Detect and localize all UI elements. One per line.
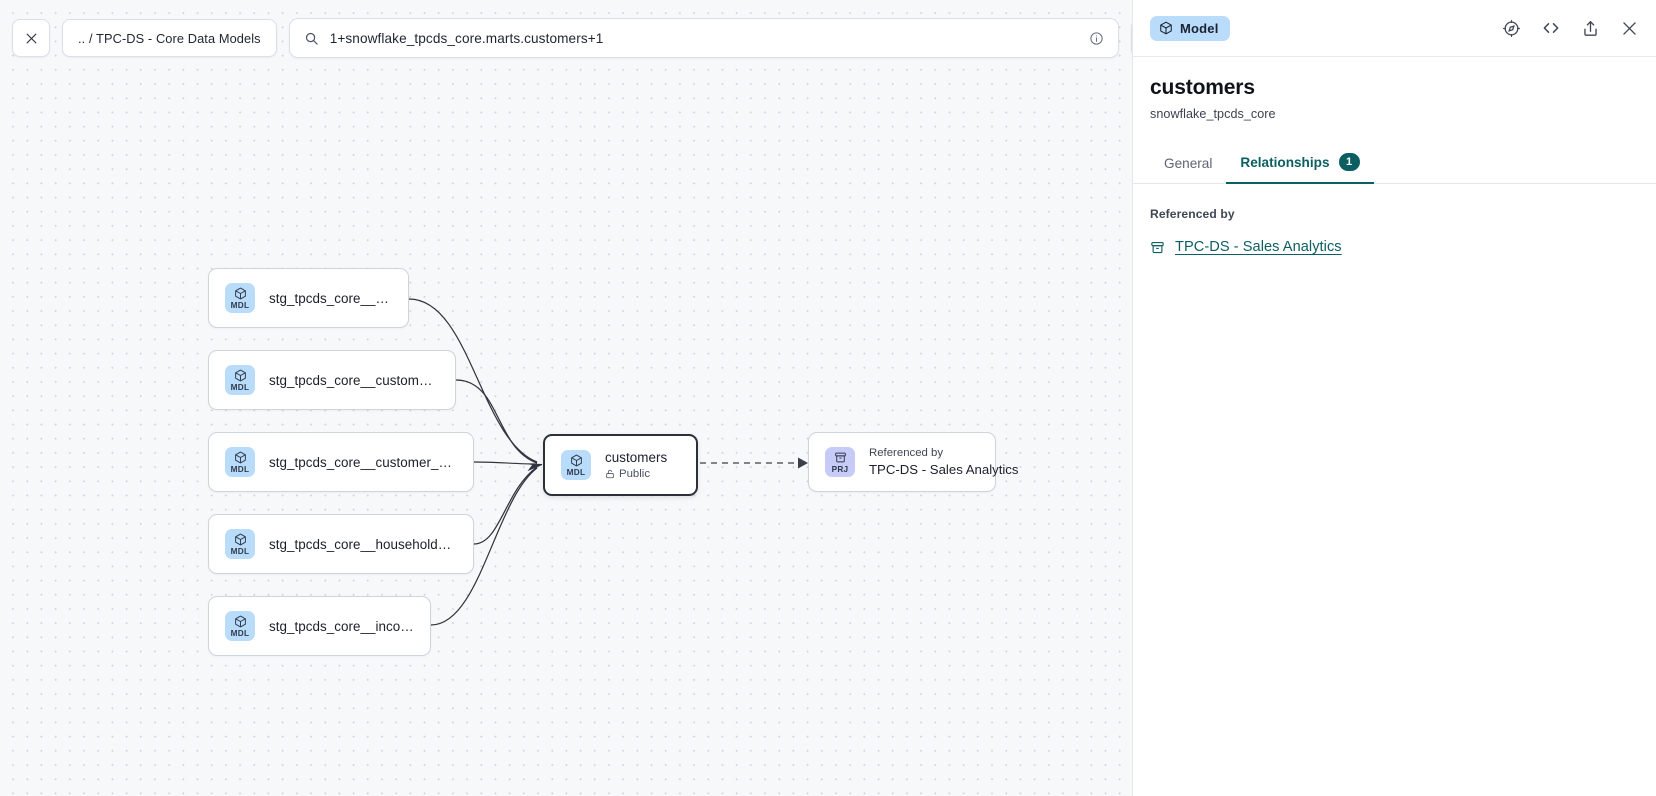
tab-label: General [1164, 156, 1213, 171]
node-kicker: Referenced by [869, 447, 944, 459]
node-title: customers [605, 450, 668, 465]
info-icon[interactable] [1089, 31, 1104, 46]
node-label: stg_tpcds_core__customer_address [269, 372, 439, 388]
reference-link[interactable]: TPC-DS - Sales Analytics [1175, 239, 1342, 255]
tab-label: Relationships [1240, 154, 1330, 170]
node-label: stg_tpcds_core__income_band [269, 618, 414, 634]
cube-icon [1159, 21, 1173, 35]
badge-label: MDL [230, 628, 250, 638]
relationships-body: Referenced by TPC-DS - Sales Analytics [1133, 184, 1656, 255]
model-badge-icon: MDL [561, 450, 591, 480]
node-visibility: Public [605, 468, 667, 480]
panel-subtitle: snowflake_tpcds_core [1150, 107, 1276, 121]
badge-label: MDL [230, 300, 250, 310]
search-icon [304, 31, 319, 46]
search-input[interactable] [329, 30, 1079, 46]
details-panel-header: Model [1133, 0, 1656, 57]
graph-node-upstream-1[interactable]: MDL stg_tpcds_core__customer [208, 268, 409, 328]
node-title: TPC-DS - Sales Analytics [869, 462, 1019, 477]
graph-node-upstream-2[interactable]: MDL stg_tpcds_core__customer_address [208, 350, 456, 410]
details-panel: Model [1132, 0, 1656, 796]
lineage-search[interactable] [288, 18, 1119, 58]
close-icon[interactable] [1620, 19, 1639, 38]
code-icon[interactable] [1541, 18, 1561, 38]
visibility-label: Public [619, 468, 651, 480]
model-badge-icon: MDL [225, 365, 255, 395]
graph-node-customers[interactable]: MDL customers Public [543, 434, 698, 496]
close-lineage-button[interactable] [12, 19, 50, 57]
share-icon[interactable] [1581, 19, 1600, 38]
entity-type-chip[interactable]: Model [1150, 15, 1230, 41]
close-icon [24, 31, 39, 46]
badge-label: MDL [230, 464, 250, 474]
breadcrumb[interactable]: .. / TPC-DS - Core Data Models [62, 19, 277, 57]
model-badge-icon: MDL [225, 529, 255, 559]
tab-relationships[interactable]: Relationships 1 [1226, 143, 1374, 184]
section-label-referenced-by: Referenced by [1150, 207, 1235, 221]
page-title: customers [1150, 76, 1255, 99]
panel-title-block: customers snowflake_tpcds_core [1133, 57, 1656, 121]
badge-label: MDL [566, 467, 586, 477]
node-label: stg_tpcds_core__customer [269, 290, 392, 306]
explore-icon[interactable] [1502, 19, 1521, 38]
panel-tabs: General Relationships 1 [1133, 143, 1656, 184]
tab-count-badge: 1 [1338, 153, 1360, 171]
chip-label: Model [1180, 20, 1219, 36]
canvas-toolbar: .. / TPC-DS - Core Data Models [12, 18, 1132, 58]
panel-actions [1502, 18, 1639, 38]
tab-general[interactable]: General [1150, 146, 1226, 184]
node-label: stg_tpcds_core__customer_demogra… [269, 454, 457, 470]
graph-node-project[interactable]: PRJ Referenced by TPC-DS - Sales Analyti… [808, 432, 1019, 492]
model-badge-icon: MDL [225, 611, 255, 641]
badge-label: MDL [230, 382, 250, 392]
badge-label: MDL [230, 546, 250, 556]
list-item[interactable]: TPC-DS - Sales Analytics [1150, 239, 1639, 255]
node-label: stg_tpcds_core__household_demogr… [269, 536, 457, 552]
lineage-edges [408, 298, 808, 626]
lock-icon [605, 469, 615, 479]
graph-node-upstream-4[interactable]: MDL stg_tpcds_core__household_demogr… [208, 514, 474, 574]
project-badge-icon: PRJ [825, 447, 855, 477]
refresh-button[interactable] [1130, 18, 1132, 58]
model-badge-icon: MDL [225, 283, 255, 313]
badge-label: PRJ [831, 464, 849, 474]
graph-node-upstream-3[interactable]: MDL stg_tpcds_core__customer_demogra… [208, 432, 474, 492]
graph-node-upstream-5[interactable]: MDL stg_tpcds_core__income_band [208, 596, 431, 656]
project-icon [1150, 240, 1165, 255]
lineage-canvas[interactable]: MDL stg_tpcds_core__customer MDL stg_tpc… [0, 0, 1132, 796]
model-badge-icon: MDL [225, 447, 255, 477]
